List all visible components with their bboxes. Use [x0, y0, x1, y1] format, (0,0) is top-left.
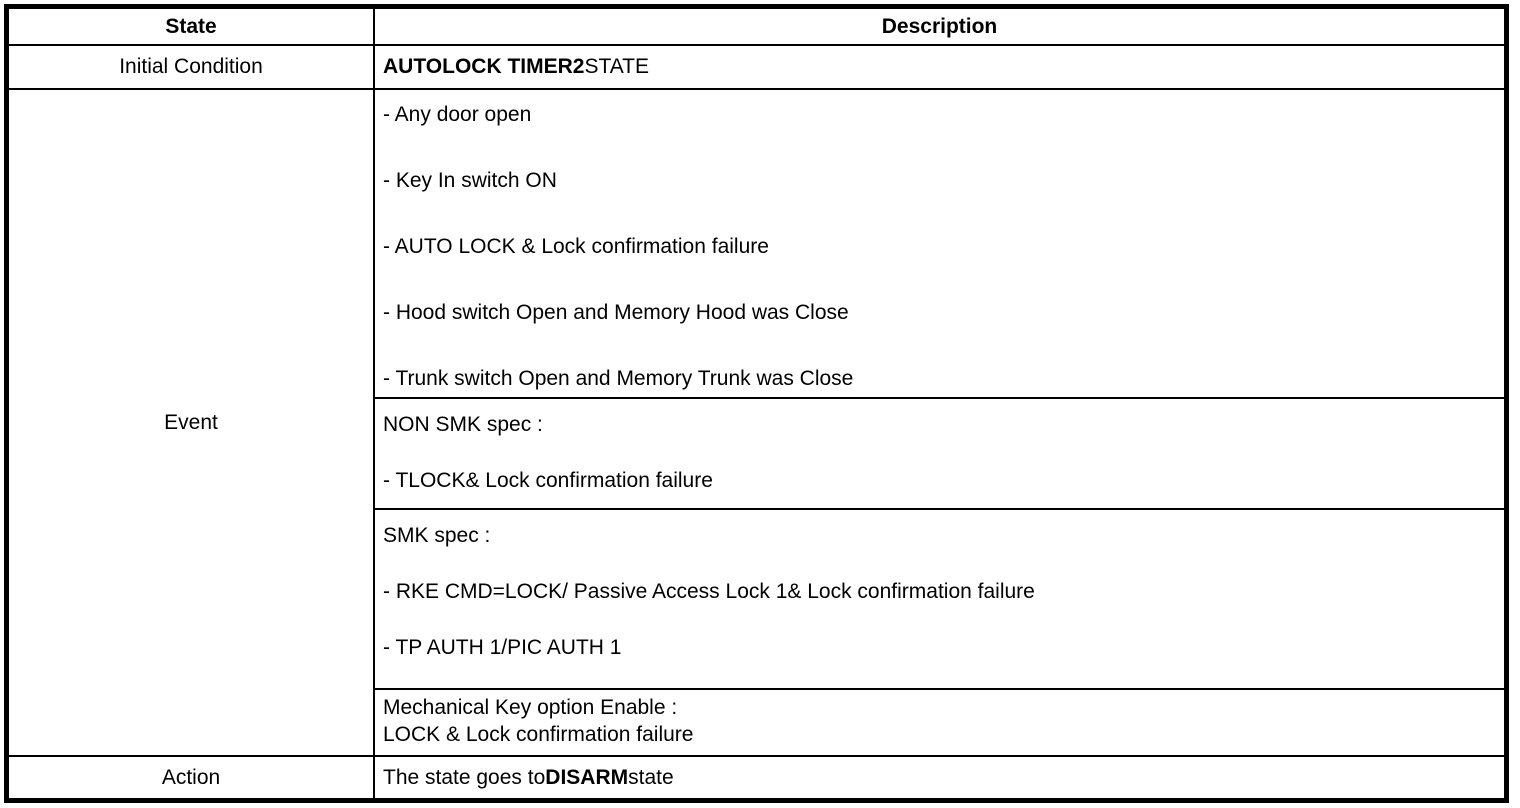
- event-subcell-mechanical-key: Mechanical Key option Enable : LOCK & Lo…: [375, 690, 1504, 755]
- event-line: - AUTO LOCK & Lock confirmation failure: [383, 235, 769, 258]
- event-line: - TLOCK& Lock confirmation failure: [383, 469, 713, 492]
- event-description-column: - Any door open - Key In switch ON - AUT…: [375, 90, 1504, 755]
- event-row: Event - Any door open - Key In switch ON…: [9, 90, 1504, 757]
- action-label-cell: Action: [9, 757, 375, 798]
- header-state-label: State: [165, 14, 217, 38]
- state-description-table: State Description Initial Condition AUTO…: [4, 4, 1509, 803]
- event-subcell-smk-spec: SMK spec : - RKE CMD=LOCK/ Passive Acces…: [375, 510, 1504, 690]
- initial-condition-label-cell: Initial Condition: [9, 46, 375, 88]
- header-cell-state: State: [9, 9, 375, 44]
- table-header-row: State Description: [9, 9, 1504, 46]
- event-subcell-non-smk-spec: NON SMK spec : - TLOCK& Lock confirmatio…: [375, 399, 1504, 510]
- header-description-label: Description: [881, 14, 998, 38]
- action-value-prefix: The state goes to: [383, 765, 546, 789]
- header-cell-description: Description: [375, 9, 1504, 44]
- action-label: Action: [161, 765, 221, 789]
- event-line: LOCK & Lock confirmation failure: [383, 723, 694, 746]
- initial-condition-value-bold: AUTOLOCK TIMER2: [383, 55, 585, 78]
- event-label: Event: [164, 410, 218, 434]
- event-line: - Hood switch Open and Memory Hood was C…: [383, 301, 849, 324]
- event-line: Mechanical Key option Enable :: [383, 696, 678, 719]
- event-line: - RKE CMD=LOCK/ Passive Access Lock 1& L…: [383, 580, 1035, 603]
- action-value-bold: DISARM: [545, 765, 629, 789]
- event-line: - TP AUTH 1/PIC AUTH 1: [383, 636, 622, 659]
- event-label-cell: Event: [9, 90, 375, 755]
- event-line: - Any door open: [383, 103, 532, 126]
- initial-condition-label: Initial Condition: [119, 55, 263, 78]
- event-line: - Trunk switch Open and Memory Trunk was…: [383, 367, 854, 390]
- action-value-suffix: state: [628, 765, 674, 789]
- event-line: NON SMK spec :: [383, 413, 543, 436]
- initial-condition-value-regular: STATE: [584, 55, 650, 78]
- event-line: - Key In switch ON: [383, 169, 557, 192]
- event-line: SMK spec :: [383, 524, 491, 547]
- event-subcell-general-conditions: - Any door open - Key In switch ON - AUT…: [375, 90, 1504, 399]
